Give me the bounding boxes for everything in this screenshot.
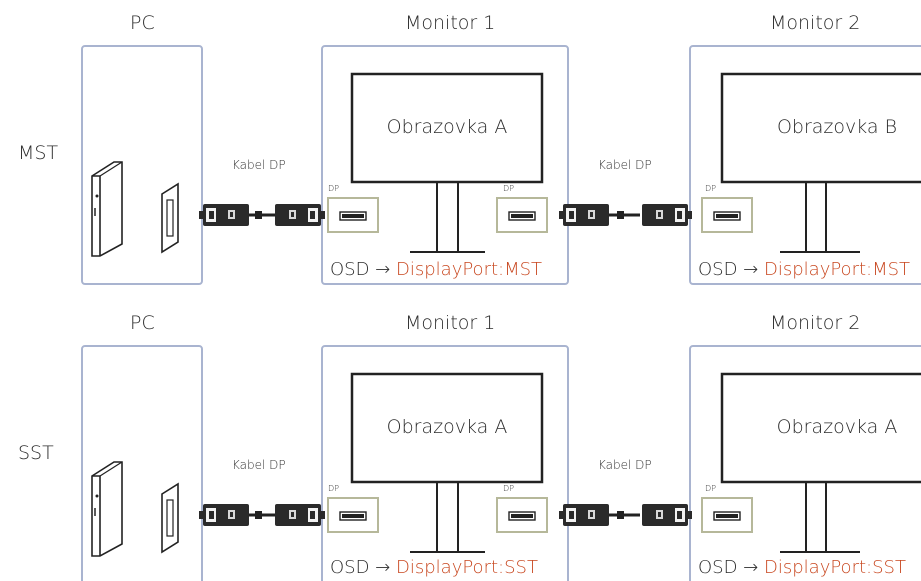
monitor1-label: Monitor 1 <box>405 312 496 334</box>
monitor2-dp-in-port-icon <box>701 197 753 233</box>
row-sst <box>81 345 921 581</box>
monitor1-dp-out-label: DP <box>503 484 514 493</box>
monitor2-screen-icon <box>720 72 921 184</box>
cable2-label: Kabel DP <box>598 158 652 172</box>
cable2-label: Kabel DP <box>598 458 652 472</box>
monitor2-screen-label: Obrazovka A <box>776 416 898 438</box>
monitor1-dp-in-port-icon <box>327 497 379 533</box>
pc-dp-port-icon <box>161 483 179 553</box>
osd-prefix: OSD → <box>698 259 759 280</box>
monitor1-dp-out-port-icon <box>496 497 548 533</box>
pc-tower-icon <box>91 461 123 557</box>
monitor1-screen-icon <box>350 72 544 184</box>
monitor2-screen-label: Obrazovka B <box>776 116 898 138</box>
mode-label: MST <box>18 142 59 164</box>
osd-prefix: OSD → <box>330 259 391 280</box>
monitor1-label: Monitor 1 <box>405 12 496 34</box>
osd-setting-value: DisplayPort:MST <box>396 259 543 280</box>
monitor1-screen-label: Obrazovka A <box>386 116 508 138</box>
monitor1-dp-out-label: DP <box>503 184 514 193</box>
cable1-label: Kabel DP <box>232 458 286 472</box>
cable2-plug-monitor1-icon <box>559 504 609 526</box>
cable1-label: Kabel DP <box>232 158 286 172</box>
osd-prefix: OSD → <box>330 557 391 578</box>
cable2-plug-monitor1-icon <box>559 204 609 226</box>
cable1-plug-monitor-icon <box>275 504 325 526</box>
monitor1-dp-in-label: DP <box>328 484 339 493</box>
osd-prefix: OSD → <box>698 557 759 578</box>
monitor1-dp-out-port-icon <box>496 197 548 233</box>
monitor2-label: Monitor 2 <box>770 312 861 334</box>
cable1-plug-pc-icon <box>199 504 249 526</box>
monitor1-screen-icon <box>350 372 544 484</box>
monitor1-dp-in-label: DP <box>328 184 339 193</box>
mode-label: SST <box>18 442 54 464</box>
monitor1-dp-in-port-icon <box>327 197 379 233</box>
pc-label: PC <box>130 312 155 334</box>
monitor2-dp-in-port-icon <box>701 497 753 533</box>
monitor2-osd-setting: OSD → DisplayPort:SST <box>698 557 906 578</box>
cable1-plug-pc-icon <box>199 204 249 226</box>
monitor2-label: Monitor 2 <box>770 12 861 34</box>
row-mst <box>81 45 921 285</box>
pc-tower-icon <box>91 161 123 257</box>
monitor2-screen-icon <box>720 372 921 484</box>
monitor1-screen-label: Obrazovka A <box>386 416 508 438</box>
osd-setting-value: DisplayPort:MST <box>764 259 911 280</box>
osd-setting-value: DisplayPort:SST <box>764 557 906 578</box>
monitor2-dp-in-label: DP <box>705 484 716 493</box>
pc-dp-port-icon <box>161 183 179 253</box>
monitor2-osd-setting: OSD → DisplayPort:MST <box>698 259 910 280</box>
monitor2-dp-in-label: DP <box>705 184 716 193</box>
osd-setting-value: DisplayPort:SST <box>396 557 538 578</box>
monitor1-osd-setting: OSD → DisplayPort:SST <box>330 557 538 578</box>
pc-label: PC <box>130 12 155 34</box>
cable2-plug-monitor2-icon <box>642 204 692 226</box>
monitor1-osd-setting: OSD → DisplayPort:MST <box>330 259 542 280</box>
cable2-plug-monitor2-icon <box>642 504 692 526</box>
cable1-plug-monitor-icon <box>275 204 325 226</box>
